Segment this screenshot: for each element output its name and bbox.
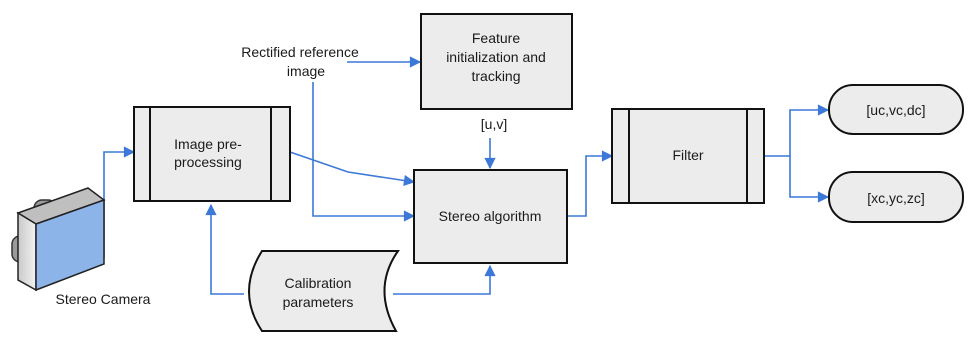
arrow-preprocessing-to-stereo xyxy=(289,151,416,187)
arrow-filter-to-world-output xyxy=(789,156,830,203)
uv-label: [u,v] xyxy=(481,116,507,132)
rectified-reference-label-line2: image xyxy=(287,63,325,79)
world-output-label: [xc,yc,zc] xyxy=(867,190,925,206)
pixel-output-label: [uc,vc,dc] xyxy=(866,102,925,118)
calibration-parameters-block xyxy=(248,250,400,332)
arrow-calibration-to-stereo xyxy=(393,264,496,295)
camera-label: Stereo Camera xyxy=(56,291,151,307)
feature-label-line2: initialization and xyxy=(446,49,546,65)
camera-front-face xyxy=(35,198,105,292)
filter-block xyxy=(611,108,765,204)
calibration-label-line2: parameters xyxy=(283,294,354,310)
preprocessing-block xyxy=(133,106,291,202)
feature-label-line1: Feature xyxy=(472,30,520,46)
world-output-terminal xyxy=(828,171,964,223)
connectors xyxy=(103,56,830,295)
stereo-camera-icon xyxy=(11,187,106,292)
stereo-algorithm-block xyxy=(413,169,568,264)
preprocessing-label-line2: processing xyxy=(174,154,242,170)
rectified-reference-label-line1: Rectified reference xyxy=(241,44,359,60)
filter-label: Filter xyxy=(672,147,703,163)
arrow-stereo-to-filter xyxy=(567,150,614,217)
stereo-algorithm-label: Stereo algorithm xyxy=(439,208,542,224)
calibration-label-line1: Calibration xyxy=(285,275,352,291)
arrow-rectified-to-stereo xyxy=(312,82,416,222)
arrow-filter-to-pixel-output xyxy=(764,104,830,157)
preprocessing-label-line1: Image pre- xyxy=(174,136,242,152)
feature-tracking-block xyxy=(420,13,573,110)
arrow-calibration-to-preprocessing xyxy=(205,203,244,295)
feature-label-line3: tracking xyxy=(471,68,520,84)
pixel-output-terminal xyxy=(828,84,964,135)
arrow-camera-to-preprocessing xyxy=(103,146,136,258)
